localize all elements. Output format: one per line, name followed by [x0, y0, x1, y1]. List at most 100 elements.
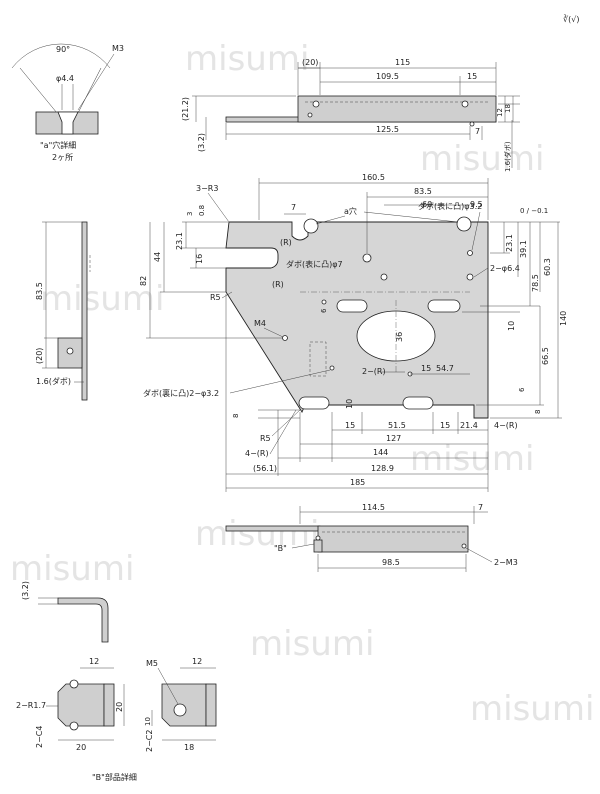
upright-bracket	[297, 95, 497, 123]
m4-hole	[282, 335, 288, 341]
notch	[69, 679, 79, 689]
angle-arc	[11, 43, 111, 69]
dowel-back	[321, 299, 327, 305]
slot	[336, 299, 368, 313]
dim-15: 15	[467, 72, 477, 81]
watermark: misumi	[40, 279, 164, 319]
dim-3: 3	[186, 212, 194, 216]
dim-82: 82	[139, 276, 148, 286]
detail-a: 90° M3 φ4.4 "a"穴詳細 2ヶ所	[11, 43, 124, 162]
dowel	[469, 121, 475, 127]
dim-16: 16	[195, 254, 204, 264]
bottom-view: 114.5 7 "B" 98.5 2−M3	[225, 503, 518, 572]
label-2-phi-6-4: 2−φ6.4	[490, 264, 520, 273]
dim-160-5: 160.5	[362, 173, 385, 182]
dim-125-5: 125.5	[376, 125, 399, 134]
dim-36: 36	[395, 332, 404, 342]
dim-3-2-b: (3.2)	[21, 581, 30, 600]
dim-thickness: 1.6(ダボ)	[503, 141, 512, 172]
bottom-flange	[225, 525, 321, 532]
hole-6-4	[380, 273, 388, 281]
dim-8-left: 8	[232, 414, 240, 418]
bore-label: φ4.4	[56, 74, 74, 83]
top-view: (20) 115 109.5 15 (21.2) (3.2) 125.5 7 1…	[181, 58, 520, 172]
dim-109-5: 109.5	[376, 72, 399, 81]
watermark-layer: misumi misumi misumi misumi misumi misum…	[10, 39, 594, 729]
slot	[427, 299, 461, 313]
a-hole	[456, 216, 472, 232]
dowel-hole	[362, 253, 372, 263]
screw-hole	[315, 535, 321, 541]
dim-60: 60	[422, 200, 432, 209]
label-dowel-back: ダボ(裏に凸)2−φ3.2	[143, 388, 219, 398]
slot	[298, 396, 330, 410]
dim-15-b: 15	[440, 421, 450, 430]
dim-66-5: 66.5	[541, 347, 550, 365]
dim-23-1: 23.1	[175, 232, 184, 250]
side-tab	[57, 337, 83, 369]
part-b-plate-2	[161, 683, 207, 727]
dim-thickness-left: 1.6(ダボ)	[36, 376, 71, 386]
dim-18: 18	[504, 104, 512, 113]
screw-hole	[461, 543, 467, 549]
detail-a-caption: "a"穴詳細	[40, 140, 76, 150]
dim-128-9: 128.9	[371, 464, 394, 473]
label-m5: M5	[146, 659, 158, 668]
hidden-feature	[309, 341, 327, 377]
label-2-c4: 2−C4	[35, 726, 44, 748]
dim-12: 12	[496, 108, 504, 117]
dim-115: 115	[395, 58, 410, 67]
label-2-r1-7: 2−R1.7	[16, 701, 46, 710]
dim-23-1-right: 23.1	[505, 234, 514, 252]
dim-78-5: 78.5	[531, 274, 540, 292]
l-bracket	[57, 597, 109, 643]
part-b	[313, 539, 323, 553]
m5-hole	[173, 703, 187, 717]
label-r-slot: (R)	[272, 280, 284, 289]
label-4-r-left: 4−(R)	[245, 449, 269, 458]
slot	[402, 396, 434, 410]
watermark: misumi	[250, 624, 374, 664]
dim-21-2: (21.2)	[181, 97, 190, 121]
part-b-plate-1	[57, 683, 105, 727]
dim-20-v: 20	[115, 702, 124, 712]
label-2-r: 2−(R)	[362, 367, 386, 376]
dim-83-5-left: 83.5	[35, 282, 44, 300]
dim-185: 185	[350, 478, 365, 487]
watermark: misumi	[185, 39, 309, 79]
dim-10-inner: 10	[345, 399, 354, 409]
main-plate	[225, 221, 489, 419]
dim-6-inner: 6	[320, 308, 328, 313]
side-hole	[66, 347, 74, 355]
screw-hole	[312, 100, 320, 108]
dim-10: 10	[507, 321, 516, 331]
countersink-hole	[57, 111, 79, 135]
dim-20: (20)	[302, 58, 318, 67]
dim-114-5: 114.5	[362, 503, 385, 512]
label-a-hole: a穴	[344, 206, 357, 216]
label-2-m3: 2−M3	[494, 558, 518, 567]
dim-127: 127	[386, 434, 401, 443]
dim-3-2: (3.2)	[197, 133, 206, 152]
notch	[69, 721, 79, 731]
label-2-c2: 2−C2	[145, 730, 154, 752]
dim-83-5: 83.5	[414, 187, 432, 196]
dim-15-inner: 15	[421, 364, 431, 373]
detail-b-caption: "B"部品詳細	[92, 772, 137, 782]
label-r5: R5	[210, 293, 221, 302]
a-hole	[303, 218, 319, 234]
dim-60-3: 60.3	[543, 258, 552, 276]
dim-20-left: (20)	[35, 348, 44, 364]
watermark: misumi	[195, 514, 319, 554]
left-view: 83.5 (20) 1.6(ダボ)	[35, 221, 91, 401]
label-b: "B"	[274, 544, 287, 553]
bottom-bracket	[317, 525, 469, 553]
dim-18-b: 18	[184, 743, 194, 752]
dim-7: 7	[291, 203, 296, 212]
main-view: 160.5 83.5 60 9.5 3−R3 7 a穴 ダボ(表に凸)φ3.2 …	[139, 173, 568, 492]
label-4-r: 4−(R)	[494, 421, 518, 430]
dim-98-5: 98.5	[382, 558, 400, 567]
hole-6-4	[466, 273, 474, 281]
dim-12-a: 12	[89, 657, 99, 666]
